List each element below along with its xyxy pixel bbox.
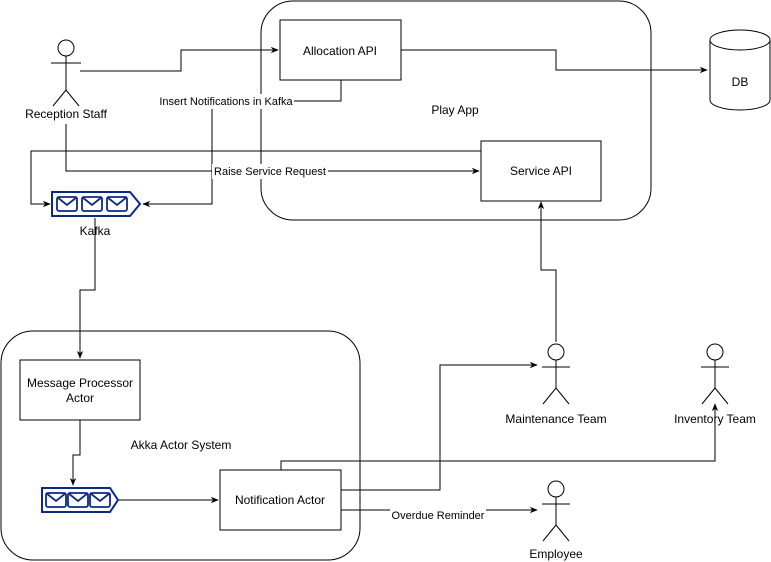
message-envelope-icon: [106, 196, 128, 212]
edge-reception-to-service: [65, 124, 480, 175]
person-icon: [57, 39, 75, 57]
db-label: DB: [732, 75, 749, 89]
person-icon: [547, 480, 565, 498]
service-api-box[interactable]: Service API: [480, 140, 602, 202]
edge-processor-to-queue: [69, 420, 81, 486]
actor-message-queue[interactable]: [41, 487, 120, 513]
play-app-label: Play App: [431, 103, 479, 117]
edge-label-insert-notifications: Insert Notifications in Kafka: [159, 96, 293, 108]
edge-label-raise-service-request: Raise Service Request: [214, 166, 326, 178]
kafka-queue[interactable]: [51, 191, 142, 217]
maintenance-team-actor[interactable]: [542, 343, 570, 405]
kafka-label: Kafka: [80, 224, 111, 238]
notification-actor-box[interactable]: Notification Actor: [219, 469, 342, 531]
inventory-team-label: Inventory Team: [674, 412, 756, 426]
service-api-label: Service API: [510, 164, 572, 178]
db-cylinder[interactable]: DB: [709, 29, 771, 111]
reception-staff-actor[interactable]: [51, 39, 81, 107]
edge-service-to-kafka: [30, 150, 481, 208]
employee-actor[interactable]: [542, 480, 570, 542]
edge-allocation-to-db: [401, 49, 708, 74]
reception-staff-label: Reception Staff: [25, 107, 107, 121]
edge-label-overdue-reminder: Overdue Reminder: [392, 510, 485, 522]
edge-reception-to-allocation: [80, 46, 279, 72]
message-envelope-icon: [56, 196, 78, 212]
person-icon: [547, 343, 565, 361]
person-icon: [706, 343, 724, 361]
edge-kafka-to-processor: [76, 218, 96, 359]
message-envelope-icon: [45, 492, 67, 508]
message-processor-label-line1: Message Processor: [27, 376, 133, 390]
allocation-api-label: Allocation API: [303, 44, 377, 58]
message-processor-actor-box[interactable]: Message Processor Actor: [19, 359, 141, 421]
inventory-team-actor[interactable]: [701, 343, 729, 405]
message-envelope-icon: [81, 196, 103, 212]
message-processor-label-line2: Actor: [66, 391, 94, 405]
message-envelope-icon: [67, 492, 89, 508]
akka-system-label: Akka Actor System: [131, 438, 232, 452]
edge-maintenance-to-service: [537, 201, 557, 342]
edge-notification-to-inventory: [280, 403, 719, 470]
employee-label: Employee: [529, 547, 583, 561]
notification-actor-label: Notification Actor: [235, 493, 325, 507]
allocation-api-box[interactable]: Allocation API: [279, 19, 402, 81]
maintenance-team-label: Maintenance Team: [505, 412, 606, 426]
edge-notification-to-maintenance: [341, 361, 538, 491]
message-envelope-icon: [89, 492, 111, 508]
